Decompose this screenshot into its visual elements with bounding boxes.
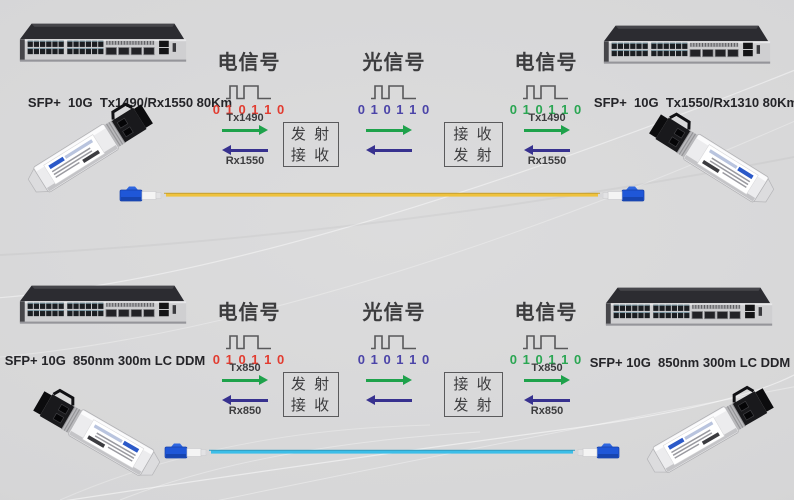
network-switch-left bbox=[12, 280, 196, 338]
optical-arrows bbox=[366, 375, 412, 405]
sfp-module-right bbox=[639, 378, 782, 485]
link-diagram-80km: SFP+ 10G Tx1490/Rx1550 80Km SFP+ 10G Tx1… bbox=[12, 18, 794, 215]
tx-wavelength-label: Tx1490 bbox=[226, 112, 264, 124]
rx-arrow-icon bbox=[524, 395, 570, 405]
receive-transmit-box-right: 接 收 发 射 bbox=[444, 372, 503, 417]
signal-title: 光信号 bbox=[362, 52, 426, 74]
electrical-signal-right: 电信号 0 1 0 1 1 0 bbox=[498, 46, 594, 117]
tx-wavelength-label: Tx1490 bbox=[528, 112, 566, 124]
tx-rx-arrows-right: Tx850 Rx850 bbox=[524, 362, 570, 418]
link-diagram-850nm: SFP+ 10G 850nm 300m LC DDM SFP+ 10G 850n… bbox=[0, 250, 794, 500]
square-wave-icon bbox=[201, 334, 297, 351]
box-line: 发 射 bbox=[290, 375, 332, 393]
electrical-signal-left: 电信号 0 1 0 1 1 0 bbox=[201, 46, 297, 117]
rx-wavelength-label: Rx850 bbox=[228, 405, 262, 417]
network-switch-icon bbox=[603, 25, 771, 65]
binary-sequence: 0 1 0 1 1 0 bbox=[357, 102, 431, 117]
box-line: 接 收 bbox=[453, 375, 494, 393]
sfp-module-icon bbox=[639, 379, 778, 480]
tx-wavelength-label: Tx850 bbox=[229, 362, 261, 374]
network-switch-right bbox=[596, 20, 780, 78]
transmit-receive-box-left: 发 射 接 收 bbox=[283, 372, 339, 417]
box-line: 发 射 bbox=[453, 146, 494, 164]
rx-arrow-icon bbox=[524, 145, 570, 155]
binary-sequence: 0 1 0 1 1 0 bbox=[509, 102, 583, 117]
rx-wavelength-label: Rx1550 bbox=[527, 155, 567, 167]
square-wave-icon bbox=[346, 84, 442, 101]
signal-title: 光信号 bbox=[362, 302, 426, 324]
rx-arrow-icon bbox=[222, 145, 268, 155]
rx-arrow-icon bbox=[222, 395, 268, 405]
tx-arrow-icon bbox=[366, 125, 412, 135]
binary-sequence: 0 1 0 1 1 0 bbox=[212, 352, 286, 367]
sfp-module-icon bbox=[645, 105, 782, 210]
optical-arrows bbox=[366, 125, 412, 155]
device-label-right: SFP+ 10G Tx1550/Rx1310 80Km bbox=[593, 95, 794, 110]
network-switch-icon bbox=[19, 23, 187, 63]
network-switch-right bbox=[598, 282, 782, 340]
lc-connector-right-icon bbox=[572, 443, 620, 459]
tx-rx-arrows-left: Tx850 Rx850 bbox=[222, 362, 268, 418]
binary-sequence: 0 1 0 1 1 0 bbox=[212, 102, 286, 117]
box-line: 接 收 bbox=[453, 125, 494, 143]
fiber-patch-cable bbox=[119, 186, 645, 202]
signal-title: 电信号 bbox=[217, 302, 281, 324]
network-switch-icon bbox=[605, 287, 773, 327]
tx-arrow-icon bbox=[524, 125, 570, 135]
sfp-module-icon bbox=[29, 382, 168, 483]
binary-sequence: 0 1 0 1 1 0 bbox=[509, 352, 583, 367]
electrical-signal-right: 电信号 0 1 0 1 1 0 bbox=[498, 296, 594, 367]
transmit-receive-box-left: 发 射 接 收 bbox=[283, 122, 339, 167]
signal-title: 电信号 bbox=[514, 52, 578, 74]
box-line: 发 射 bbox=[453, 396, 494, 414]
fiber-cable-line bbox=[164, 192, 600, 197]
fiber-patch-cable bbox=[164, 443, 620, 459]
square-wave-icon bbox=[346, 334, 442, 351]
tx-arrow-icon bbox=[366, 375, 412, 385]
box-line: 接 收 bbox=[290, 146, 332, 164]
box-line: 发 射 bbox=[290, 125, 332, 143]
box-line: 接 收 bbox=[290, 396, 332, 414]
tx-arrow-icon bbox=[524, 375, 570, 385]
network-switch-icon bbox=[19, 285, 187, 325]
signal-title: 电信号 bbox=[217, 52, 281, 74]
rx-arrow-icon bbox=[366, 145, 412, 155]
receive-transmit-box-right: 接 收 发 射 bbox=[444, 122, 503, 167]
network-switch-left bbox=[12, 18, 196, 76]
tx-wavelength-label: Tx850 bbox=[531, 362, 563, 374]
device-label-left: SFP+ 10G 850nm 300m LC DDM bbox=[4, 353, 206, 368]
tx-rx-arrows-left: Tx1490 Rx1550 bbox=[222, 112, 268, 168]
lc-connector-left-icon bbox=[164, 443, 212, 459]
rx-wavelength-label: Rx850 bbox=[530, 405, 564, 417]
lc-connector-left-icon bbox=[119, 186, 167, 202]
tx-rx-arrows-right: Tx1490 Rx1550 bbox=[524, 112, 570, 168]
rx-arrow-icon bbox=[366, 395, 412, 405]
binary-sequence: 0 1 0 1 1 0 bbox=[357, 352, 431, 367]
electrical-signal-left: 电信号 0 1 0 1 1 0 bbox=[201, 296, 297, 367]
sfp-module-left bbox=[26, 381, 169, 488]
square-wave-icon bbox=[498, 334, 594, 351]
optical-signal: 光信号 0 1 0 1 1 0 bbox=[346, 46, 442, 117]
tx-arrow-icon bbox=[222, 375, 268, 385]
device-label-right: SFP+ 10G 850nm 300m LC DDM bbox=[589, 355, 791, 370]
square-wave-icon bbox=[498, 84, 594, 101]
tx-arrow-icon bbox=[222, 125, 268, 135]
lc-connector-right-icon bbox=[597, 186, 645, 202]
optical-signal: 光信号 0 1 0 1 1 0 bbox=[346, 296, 442, 367]
fiber-cable-line bbox=[209, 449, 575, 454]
signal-title: 电信号 bbox=[514, 302, 578, 324]
sfp-module-right bbox=[641, 104, 783, 215]
rx-wavelength-label: Rx1550 bbox=[225, 155, 265, 167]
square-wave-icon bbox=[201, 84, 297, 101]
